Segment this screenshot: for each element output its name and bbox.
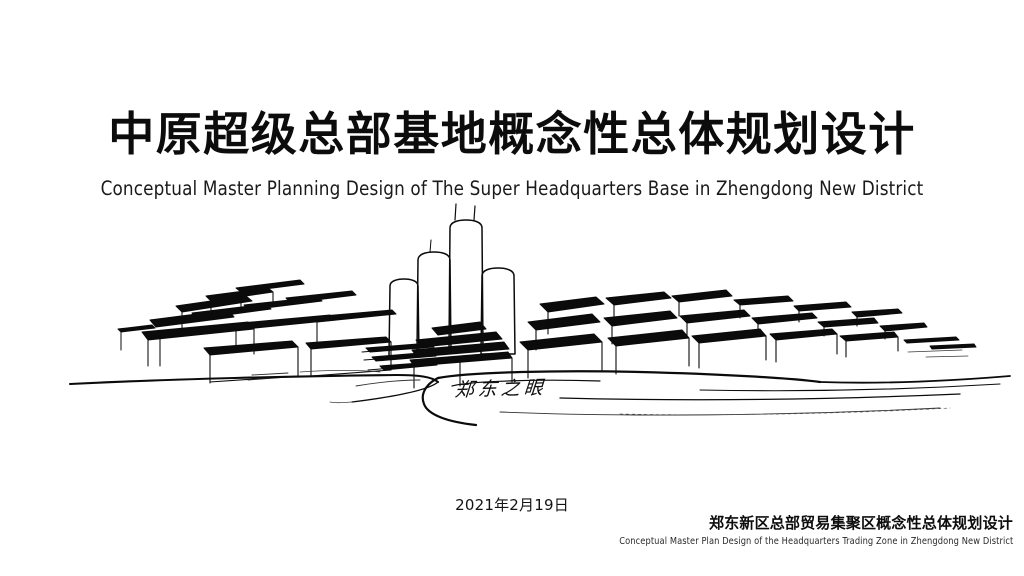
footer-title-cn: 郑东新区总部贸易集聚区概念性总体规划设计 bbox=[708, 514, 1013, 532]
central-tower-cluster bbox=[388, 203, 516, 357]
calligraphy-label: 郑东之眼 bbox=[454, 376, 548, 402]
title-block: 中原超级总部基地概念性总体规划设计 Conceptual Master Plan… bbox=[0, 108, 1024, 200]
skyline-sketch-svg bbox=[68, 203, 1011, 427]
ground-curves bbox=[68, 370, 1011, 427]
central-podium-slabs bbox=[409, 321, 513, 389]
page-title: 中原超级总部基地概念性总体规划设计 bbox=[108, 107, 916, 161]
footer-title-en: Conceptual Master Plan Design of the Hea… bbox=[618, 536, 1013, 547]
page-subtitle: Conceptual Master Planning Design of The… bbox=[100, 176, 924, 200]
right-block-field bbox=[519, 289, 977, 379]
left-block-cluster bbox=[117, 279, 397, 384]
footer-block: 郑东新区总部贸易集聚区概念性总体规划设计 Conceptual Master P… bbox=[607, 512, 1013, 547]
date-text: 2021年2月19日 bbox=[455, 496, 569, 514]
skyline-sketch-illustration bbox=[0, 200, 1024, 430]
